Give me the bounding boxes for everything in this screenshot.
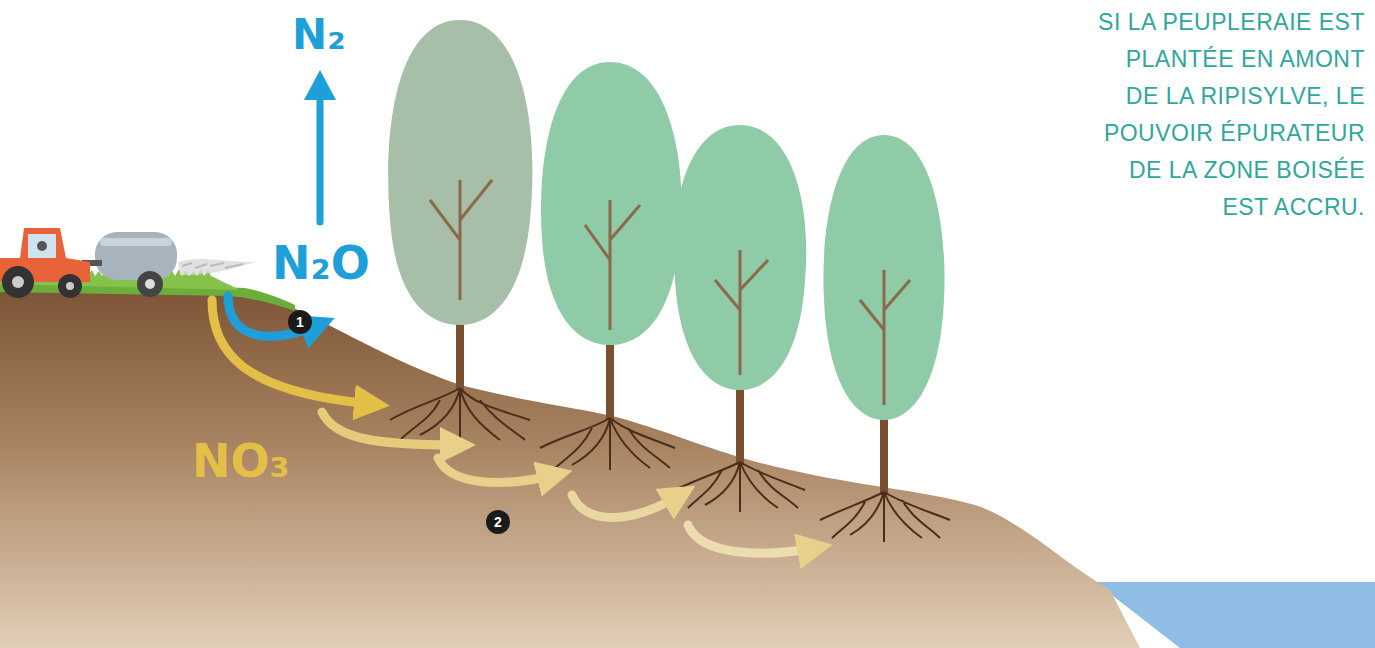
poplar-trees (388, 20, 944, 495)
tractor (0, 228, 255, 298)
soil-slope (0, 282, 1140, 648)
nitrate-formula: NO₃ (192, 434, 290, 488)
water (1095, 582, 1375, 648)
gas-arrows (228, 70, 336, 336)
roots (390, 388, 950, 542)
callout-number: 2 (486, 510, 510, 534)
note-text: SI LA PEUPLERAIE EST PLANTÉE EN AMONT DE… (1095, 4, 1365, 226)
gas-formula: N₂O (272, 236, 370, 290)
gas-formula: N₂ (292, 10, 346, 59)
callout-number: 1 (288, 310, 312, 334)
nitrate-arrows (212, 300, 815, 553)
